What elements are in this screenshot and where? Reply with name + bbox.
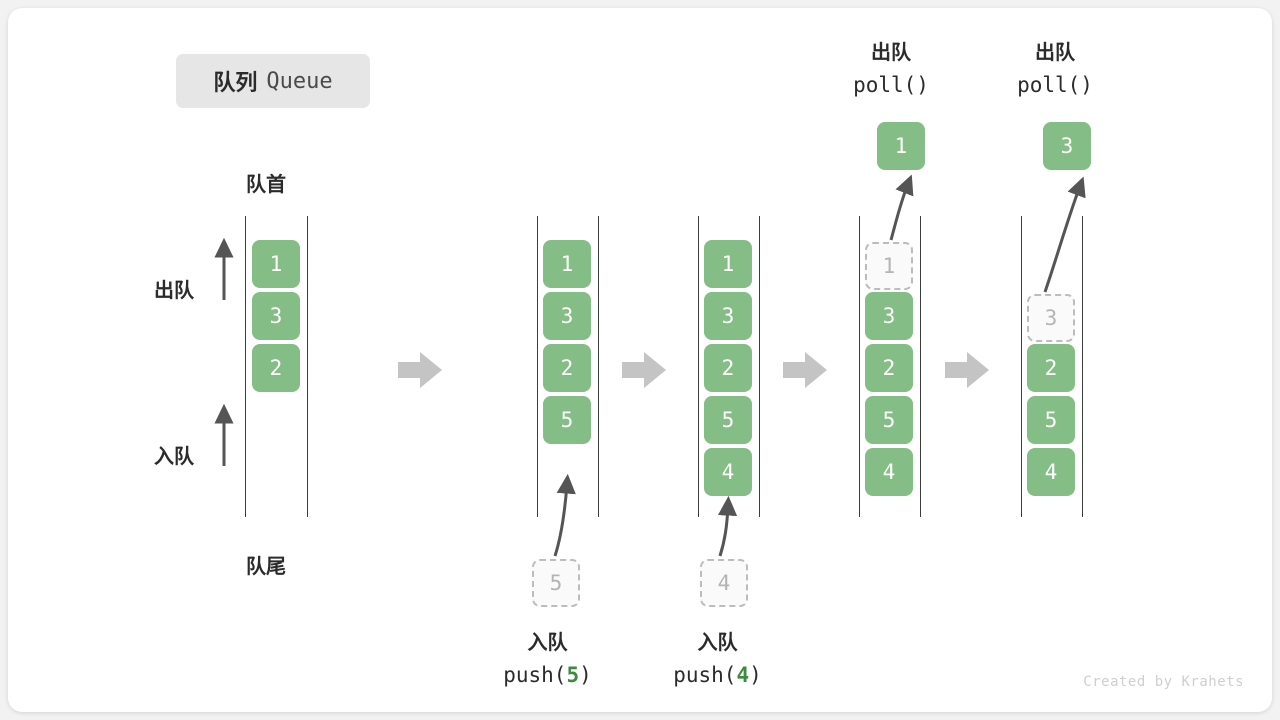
queue-cell: 2: [543, 344, 591, 392]
transition-arrow-icon: [945, 352, 989, 388]
polled-result-cell: 1: [877, 122, 925, 170]
queue-cell: 5: [1027, 396, 1075, 444]
queue-cell: 1: [252, 240, 300, 288]
push-operation-label: 入队 push(5): [455, 628, 640, 692]
watermark: Created by Krahets: [1083, 674, 1244, 690]
push-label-code: push(4): [673, 663, 762, 687]
queue-cell: 5: [865, 396, 913, 444]
push-label-cn: 入队: [527, 632, 568, 654]
queue-cell: 2: [1027, 344, 1075, 392]
poll-arrow: [1043, 176, 1086, 293]
transition-arrow-icon: [622, 352, 666, 388]
queue-cell: 5: [704, 396, 752, 444]
rail-left: [1021, 216, 1022, 517]
incoming-ghost-cell: 5: [532, 559, 580, 607]
enqueue-direction-label: 入队: [154, 446, 194, 468]
dequeue-direction-label: 出队: [154, 280, 194, 302]
diagram-canvas: 队列 Queue 队首 队尾 出队 入队 1 3 2 1 3 2 5 5: [8, 8, 1272, 712]
poll-operation-label: 出队 poll(): [806, 38, 976, 102]
queue-cell: 3: [704, 292, 752, 340]
poll-label-code: poll(): [1017, 73, 1093, 97]
outgoing-ghost-cell: 1: [865, 242, 913, 290]
transition-arrow-icon: [783, 352, 827, 388]
transition-arrow-icon: [398, 352, 442, 388]
queue-cell: 2: [704, 344, 752, 392]
queue-cell: 2: [252, 344, 300, 392]
outgoing-ghost-cell: 3: [1027, 294, 1075, 342]
queue-cell: 4: [865, 448, 913, 496]
rail-right: [307, 216, 308, 517]
title-en: Queue: [266, 68, 333, 94]
rail-right: [598, 216, 599, 517]
rear-label: 队尾: [246, 556, 286, 578]
push-label-cn: 入队: [697, 632, 738, 654]
poll-arrow: [889, 174, 914, 241]
polled-result-cell: 3: [1043, 122, 1091, 170]
rail-left: [859, 216, 860, 517]
push-arrow: [553, 473, 576, 557]
queue-cell: 2: [865, 344, 913, 392]
rail-right: [759, 216, 760, 517]
push-operation-label: 入队 push(4): [625, 628, 810, 692]
queue-cell: 1: [704, 240, 752, 288]
rail-left: [245, 216, 246, 517]
title-cn: 队列: [213, 70, 258, 95]
queue-cell: 1: [543, 240, 591, 288]
queue-cell: 3: [543, 292, 591, 340]
queue-cell: 4: [1027, 448, 1075, 496]
poll-label-code: poll(): [853, 73, 929, 97]
push-arrow: [717, 495, 738, 557]
queue-cell-new: 5: [543, 396, 591, 444]
queue-cell: 3: [252, 292, 300, 340]
poll-operation-label: 出队 poll(): [970, 38, 1140, 102]
title-chip: 队列 Queue: [176, 54, 370, 108]
enqueue-direction-arrow: [214, 403, 234, 466]
poll-label-cn: 出队: [1035, 42, 1075, 64]
rail-right: [920, 216, 921, 517]
rail-right: [1082, 216, 1083, 517]
rail-left: [698, 216, 699, 517]
dequeue-direction-arrow: [214, 237, 234, 300]
poll-label-cn: 出队: [871, 42, 911, 64]
incoming-ghost-cell: 4: [700, 559, 748, 607]
push-label-code: push(5): [503, 663, 592, 687]
front-label: 队首: [246, 174, 286, 196]
rail-left: [537, 216, 538, 517]
queue-cell: 3: [865, 292, 913, 340]
queue-cell-new: 4: [704, 448, 752, 496]
